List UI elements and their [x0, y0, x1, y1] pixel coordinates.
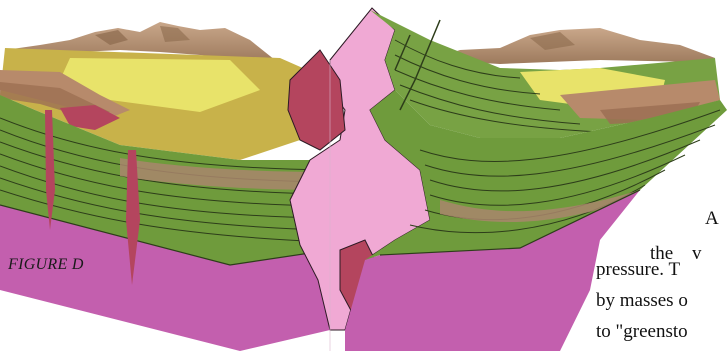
body-text-line-1: A	[705, 208, 719, 230]
left-block	[0, 48, 330, 351]
body-text-line-4: by masses o	[596, 290, 688, 312]
body-text-line-5: to "greensto	[596, 321, 688, 343]
figure-caption: FIGURE D	[8, 256, 84, 274]
body-text-line-3: pressure. T	[596, 259, 680, 281]
